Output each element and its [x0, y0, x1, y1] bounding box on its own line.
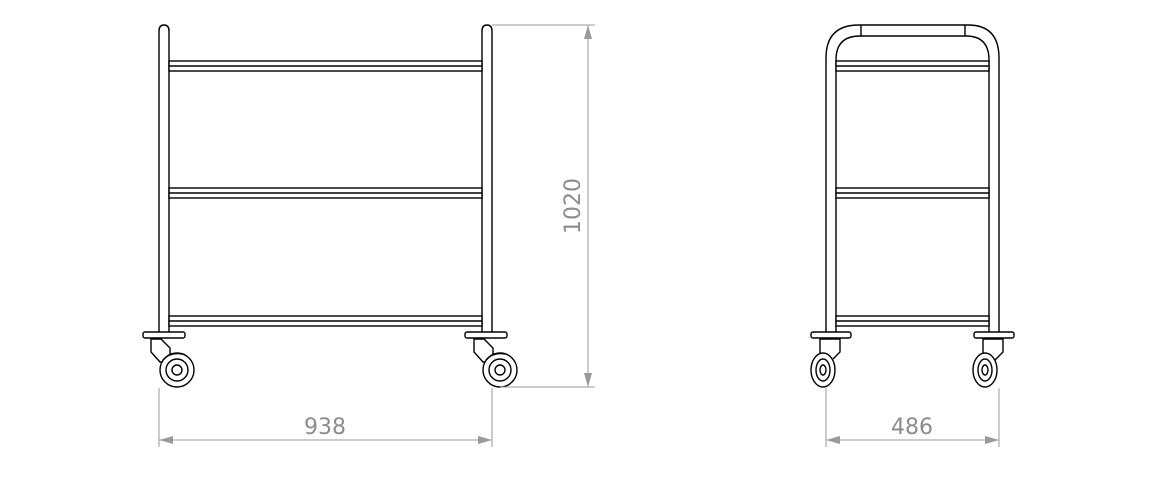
front-shelf-top [168, 60, 483, 72]
front-width-label: 938 [304, 415, 346, 440]
side-frame-inner [835, 35, 990, 333]
front-width-dimension: 938 [158, 388, 493, 447]
side-depth-dimension: 486 [825, 388, 1000, 447]
front-shelf-bottom [168, 315, 483, 327]
side-handle-grip [860, 25, 966, 36]
side-shelf-middle [835, 187, 990, 199]
side-shelf-bottom [835, 315, 990, 327]
front-left-upright [158, 24, 170, 334]
side-depth-label: 486 [891, 415, 933, 440]
front-left-caster [142, 331, 195, 388]
front-height-label: 1020 [561, 178, 586, 234]
front-right-caster [464, 331, 518, 388]
front-right-upright [481, 24, 493, 334]
front-shelf-middle [168, 187, 483, 199]
side-view [810, 24, 1015, 388]
side-right-caster [972, 331, 1015, 388]
front-height-dimension: 1020 [492, 24, 595, 388]
front-view [142, 24, 518, 388]
side-left-caster [810, 331, 852, 388]
side-frame-outer [825, 24, 1000, 333]
side-shelf-top [835, 60, 990, 72]
